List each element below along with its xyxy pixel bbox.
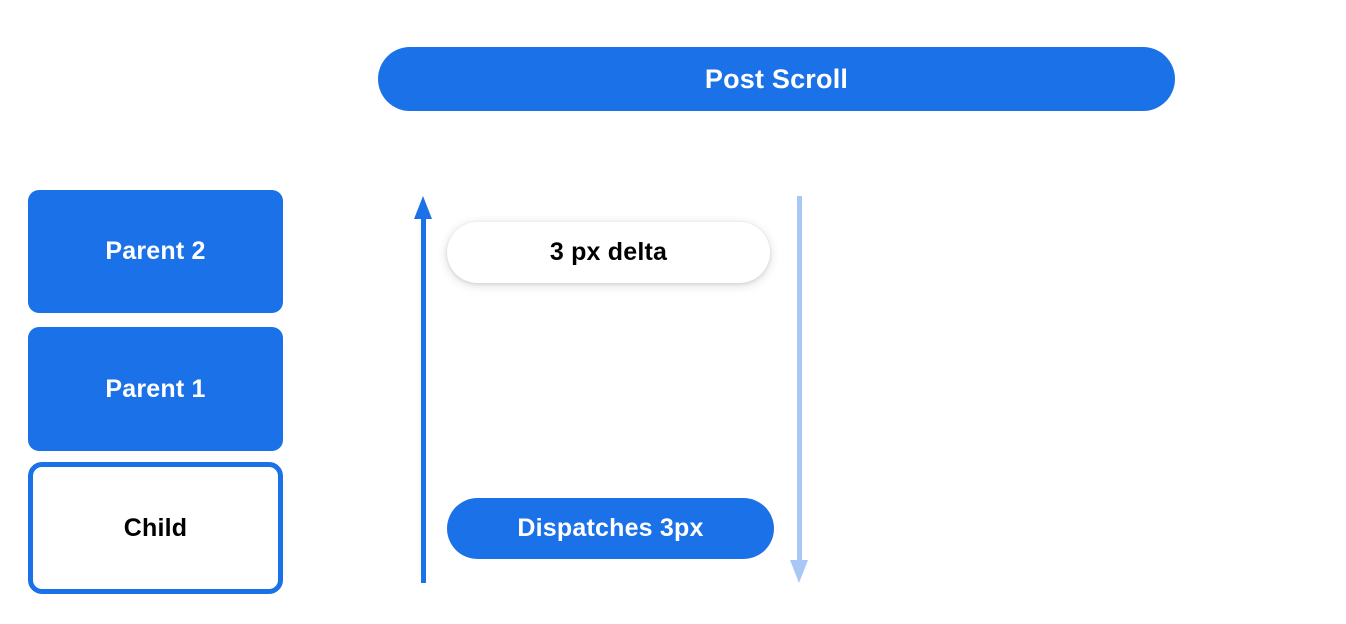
node-label-parent-1: Parent 1 bbox=[105, 374, 206, 403]
arrow-up-shaft bbox=[421, 218, 426, 583]
arrow-down-shaft bbox=[797, 196, 802, 561]
arrow-down-head bbox=[790, 560, 808, 583]
node-box-parent-2: Parent 2 bbox=[28, 190, 283, 313]
arrow-up-head bbox=[414, 196, 432, 219]
node-label-child: Child bbox=[123, 513, 188, 542]
banner-title: Post Scroll bbox=[704, 63, 849, 94]
callout-delta-label: 3 px delta bbox=[549, 238, 668, 266]
post-scroll-banner: Post Scroll bbox=[378, 47, 1175, 111]
node-box-child: Child bbox=[28, 462, 283, 594]
callout-dispatch: Dispatches 3px bbox=[447, 498, 774, 559]
node-box-parent-1: Parent 1 bbox=[28, 327, 283, 451]
arrow-down-icon bbox=[790, 196, 808, 583]
node-label-parent-2: Parent 2 bbox=[105, 237, 206, 265]
callout-delta: 3 px delta bbox=[447, 222, 770, 283]
arrow-up-icon bbox=[414, 196, 432, 583]
callout-dispatch-label: Dispatches 3px bbox=[517, 514, 704, 542]
